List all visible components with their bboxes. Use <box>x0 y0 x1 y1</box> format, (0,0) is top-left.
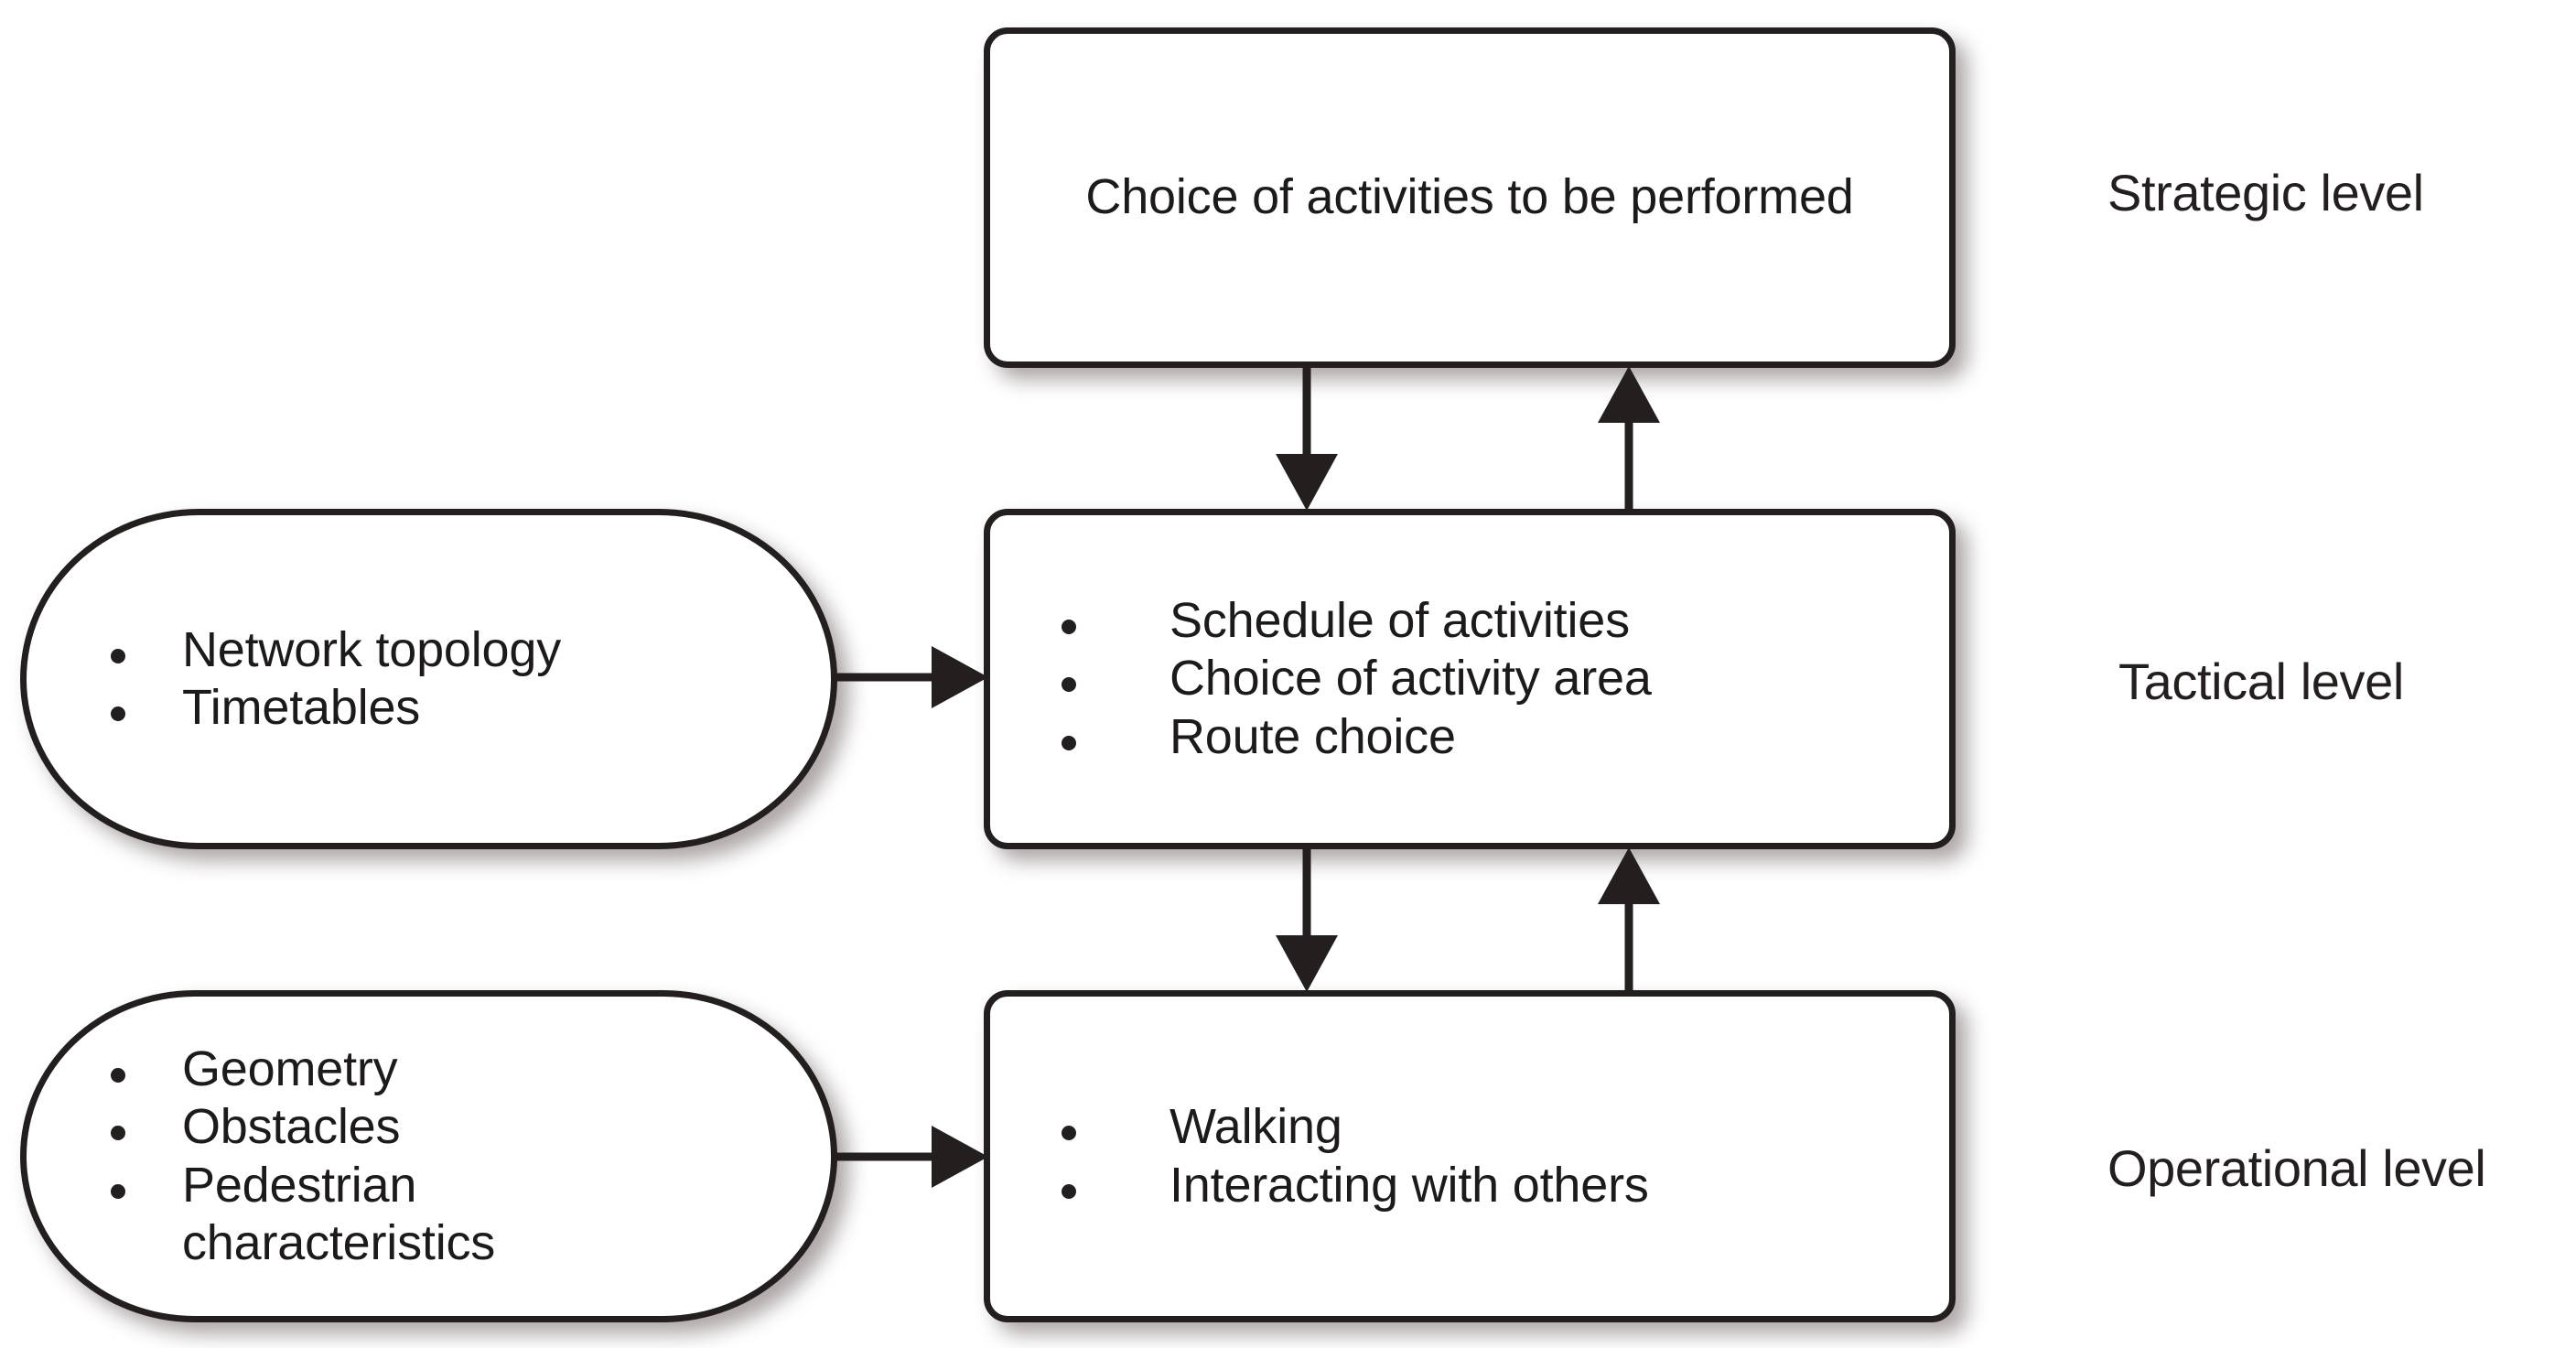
list-item: Route choice <box>1062 708 1949 766</box>
level-label-operational: Operational level <box>2107 1139 2486 1197</box>
list-item: Network topology <box>111 621 831 679</box>
list-item-label: Choice of activity area <box>1169 651 1652 706</box>
list-item: Obstacles <box>111 1098 831 1156</box>
bullet-dot-icon <box>111 1183 125 1199</box>
arrowhead-right-icon <box>932 646 988 708</box>
level-label-strategic: Strategic level <box>2107 164 2424 221</box>
list-item: Interacting with others <box>1062 1157 1949 1214</box>
list-item: Schedule of activities <box>1062 592 1949 650</box>
connector-shaft <box>1302 366 1311 458</box>
connector-tactical-to-operational <box>1276 847 1338 992</box>
bullet-dot-icon <box>1062 620 1076 635</box>
level-label-tactical: Tactical level <box>2118 652 2404 710</box>
connector-shaft <box>1302 847 1311 939</box>
connector-shaft <box>1624 900 1633 992</box>
tactical-input-bullet-list: Network topology Timetables <box>111 621 831 737</box>
arrowhead-up-icon <box>1598 847 1660 904</box>
list-item: Timetables <box>111 679 831 737</box>
bullet-dot-icon <box>1062 1126 1076 1141</box>
connector-tactical-input-to-tactical <box>831 646 988 708</box>
node-tactical-main[interactable]: Schedule of activities Choice of activit… <box>984 509 1956 849</box>
list-item: Geometry <box>111 1041 831 1098</box>
connector-strategic-to-tactical <box>1276 366 1338 511</box>
arrowhead-down-icon <box>1276 454 1338 511</box>
list-item-label: Route choice <box>1169 708 1456 764</box>
list-item-label: Interacting with others <box>1169 1157 1649 1213</box>
arrowhead-right-icon <box>932 1126 988 1188</box>
connector-operational-input-to-operational <box>831 1126 988 1188</box>
bullet-dot-icon <box>111 706 125 721</box>
bullet-dot-icon <box>1062 735 1076 750</box>
list-item: Choice of activity area <box>1062 650 1949 707</box>
list-item-label: Pedestrian characteristics <box>182 1157 496 1270</box>
arrowhead-up-icon <box>1598 366 1660 423</box>
node-operational-main[interactable]: Walking Interacting with others <box>984 990 1956 1322</box>
bullet-dot-icon <box>111 648 125 663</box>
connector-shaft <box>1624 419 1633 511</box>
bullet-dot-icon <box>1062 677 1076 693</box>
connector-operational-to-tactical <box>1598 847 1660 992</box>
bullet-dot-icon <box>111 1068 125 1084</box>
connector-tactical-to-strategic <box>1598 366 1660 511</box>
node-operational-input[interactable]: Geometry Obstacles Pedestrian characteri… <box>20 990 837 1322</box>
list-item: Pedestrian characteristics <box>111 1157 541 1272</box>
list-item-label: Schedule of activities <box>1169 593 1630 649</box>
operational-main-bullet-list: Walking Interacting with others <box>1062 1098 1949 1213</box>
list-item-label: Walking <box>1169 1099 1342 1155</box>
node-strategic-main[interactable]: Choice of activities to be performed <box>984 27 1956 368</box>
list-item: Walking <box>1062 1098 1949 1156</box>
bullet-dot-icon <box>1062 1183 1076 1199</box>
list-item-label: Obstacles <box>182 1099 401 1155</box>
connector-shaft <box>831 673 937 682</box>
operational-input-bullet-list: Geometry Obstacles Pedestrian characteri… <box>111 1041 831 1272</box>
bullet-dot-icon <box>111 1126 125 1141</box>
node-tactical-input[interactable]: Network topology Timetables <box>20 509 837 849</box>
list-item-label: Network topology <box>182 621 562 677</box>
arrowhead-down-icon <box>1276 935 1338 992</box>
node-strategic-main-text: Choice of activities to be performed <box>1085 169 1854 225</box>
connector-shaft <box>831 1152 937 1161</box>
tactical-main-bullet-list: Schedule of activities Choice of activit… <box>1062 592 1949 766</box>
list-item-label: Geometry <box>182 1041 398 1097</box>
list-item-label: Timetables <box>182 680 421 735</box>
